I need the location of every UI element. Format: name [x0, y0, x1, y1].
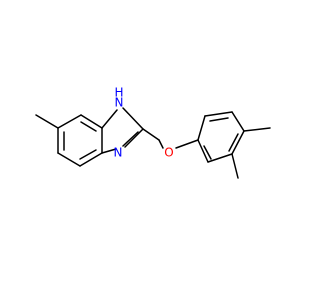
methyl-bond — [35, 114, 59, 129]
bond — [197, 139, 209, 163]
bond — [101, 148, 117, 154]
double-bond-inner — [80, 121, 97, 132]
bond — [124, 128, 144, 148]
double-bond-inner — [209, 117, 229, 122]
molecule-structure: N H N O — [35, 86, 271, 179]
bond — [231, 130, 245, 155]
bond — [101, 109, 118, 129]
benzene-ring-left — [57, 114, 103, 167]
ch2-bond — [142, 128, 160, 141]
bond — [197, 115, 206, 141]
bond — [57, 152, 81, 167]
double-bond-inner — [203, 145, 212, 160]
benzene-ring-right — [197, 111, 245, 163]
bond — [57, 114, 82, 129]
oxygen-atom-label: O — [164, 146, 173, 160]
bond — [79, 152, 103, 167]
bond — [122, 107, 144, 130]
double-bond-inner — [122, 131, 139, 147]
hydrogen-atom-label: H — [114, 86, 123, 100]
methyl-bond — [243, 127, 271, 132]
bond — [207, 153, 233, 163]
o-aryl-bond — [175, 139, 199, 149]
nitrogen-atom-label: N — [114, 146, 123, 160]
double-bond-inner — [79, 149, 97, 160]
bond — [80, 114, 103, 129]
molecule-canvas: N H N O — [35, 85, 271, 179]
methyl-bond — [231, 153, 239, 179]
ch2-o-bond — [158, 139, 164, 149]
imidazole-ring — [101, 107, 144, 154]
bond — [231, 111, 245, 132]
nitrogen-atom-label: N — [115, 96, 124, 110]
double-bond-inner — [228, 133, 239, 152]
bond — [204, 111, 233, 117]
